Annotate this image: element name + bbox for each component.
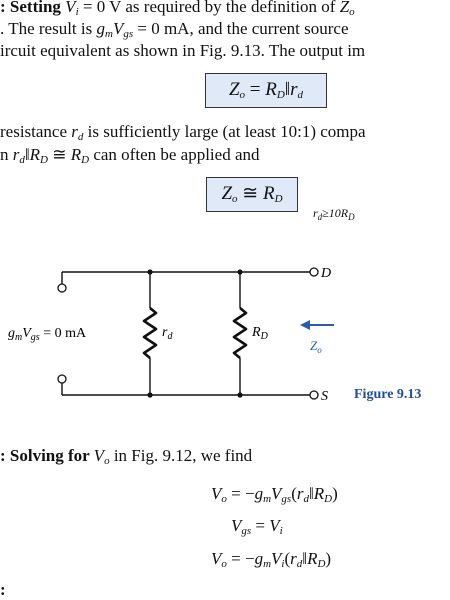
equation-vo-vi: Vo = −gmVi(rd‖RD) xyxy=(211,549,332,570)
junction-dot xyxy=(147,392,153,398)
zo-arrow xyxy=(300,320,334,330)
text-line-5: n rd‖RD ≅ RD can often be applied and xyxy=(0,145,260,166)
source-terminal-top xyxy=(57,283,67,293)
zo-label: Zo xyxy=(310,338,322,355)
d-label: D xyxy=(320,266,331,281)
condition-note: rd≥10RD xyxy=(313,206,355,222)
resistor-rd xyxy=(142,307,158,359)
equation-box-zo-exact: Zo = RD‖rd xyxy=(205,73,327,108)
text-line-1: : Setting Vi = 0 V as required by the de… xyxy=(0,0,355,18)
figure-caption: Figure 9.13 xyxy=(354,387,421,402)
equation-vo-gs: Vo = −gmVgs(rd‖RD) xyxy=(211,484,338,505)
source-label: gmVgs = 0 mA xyxy=(8,326,87,343)
RD-label: RD xyxy=(251,325,269,342)
terminal-s xyxy=(309,390,319,400)
text-line-2: . The result is gmVgs = 0 mA, and the cu… xyxy=(0,19,349,40)
equation-box-zo-approx: Zo ≅ RD xyxy=(206,177,298,212)
junction-dot xyxy=(237,392,243,398)
text-line-3: ircuit equivalent as shown in Fig. 9.13.… xyxy=(0,41,366,60)
source-terminal-bottom xyxy=(57,374,67,384)
s-label: S xyxy=(321,389,328,404)
circuit-wires xyxy=(61,271,310,396)
text-line-4: resistance rd is sufficiently large (at … xyxy=(0,122,366,143)
rd-label: rd xyxy=(162,325,173,342)
equation-vgs: Vgs = Vi xyxy=(231,516,283,537)
junction-dot xyxy=(237,269,243,275)
junction-dot xyxy=(147,269,153,275)
bottom-colon: : xyxy=(0,580,6,599)
resistor-RD xyxy=(232,307,248,359)
terminal-d xyxy=(309,267,319,277)
solution-line: : Solving for Vo in Fig. 9.12, we find xyxy=(0,446,253,467)
